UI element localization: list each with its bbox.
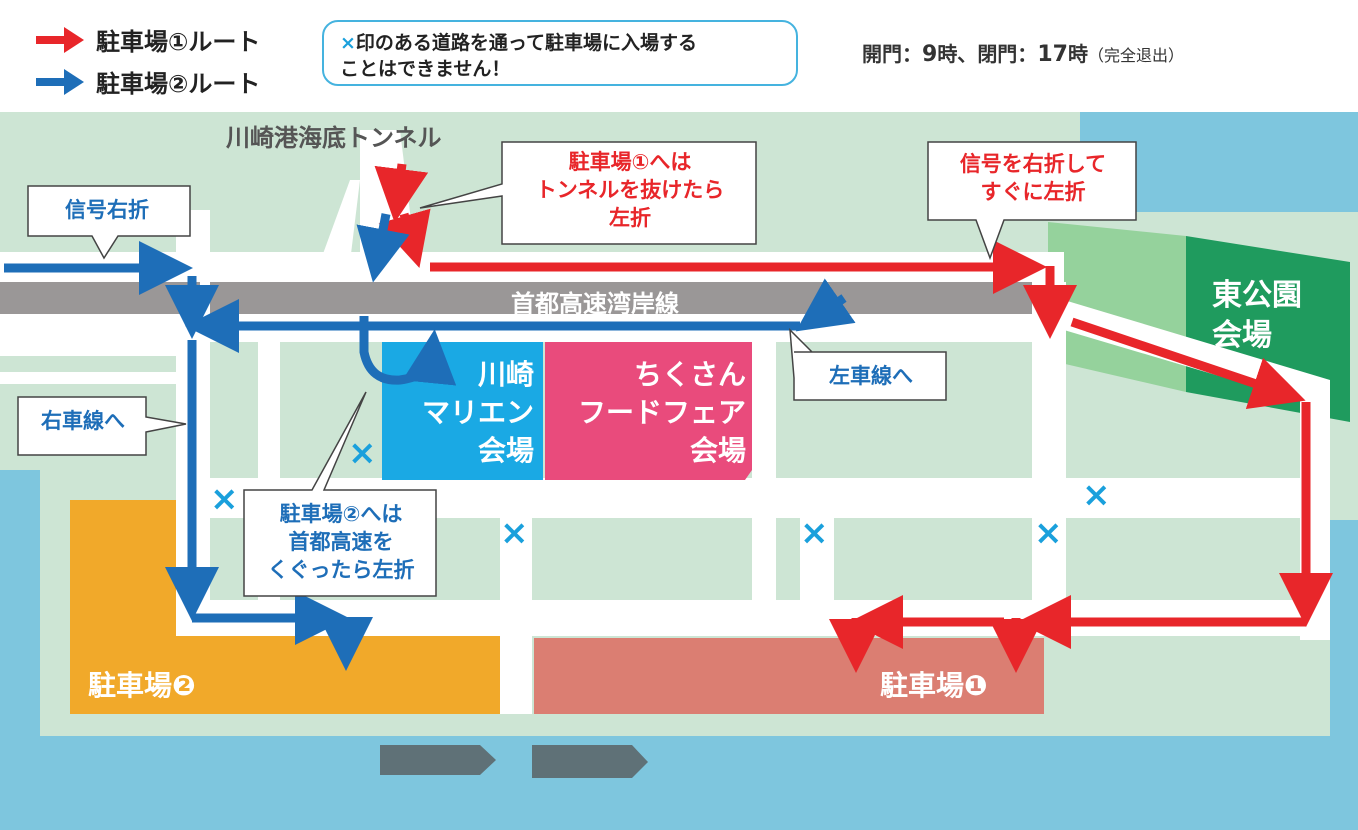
no-entry-mark-3: × — [500, 513, 529, 553]
callout-lot1-line-3: 左折 — [609, 206, 651, 230]
road-v-3 — [752, 342, 776, 600]
callout-boxes — [17, 141, 1137, 597]
parking-lot-2-area — [70, 500, 500, 714]
close-unit: 時 — [1067, 42, 1088, 66]
callout-lot1-tunnel: 駐車場①へは トンネルを抜けたら 左折 — [504, 148, 756, 232]
callout-to-right-lane: 右車線へ — [41, 409, 125, 433]
parking-lot-1-label: 駐車場❶ — [880, 669, 988, 702]
no-entry-mark-5: × — [1034, 513, 1063, 553]
food-line-3: 会場 — [689, 434, 746, 467]
no-entry-mark-4: × — [800, 513, 829, 553]
gate-hours: 開門：9時、閉門：17時（完全退出） — [862, 38, 1184, 67]
no-entry-mark-6: × — [1082, 475, 1111, 515]
legend-route-1: 駐車場①ルート — [36, 22, 260, 57]
close-note: （完全退出） — [1087, 46, 1184, 65]
no-entry-mark-2: × — [210, 479, 239, 519]
open-time: 9 — [922, 42, 938, 67]
no-entry-icon: × — [340, 32, 356, 54]
side-lane-1 — [0, 342, 180, 356]
notice-line-2: ことはできません！ — [340, 58, 511, 80]
side-lane-2 — [0, 372, 180, 384]
marien-line-1: 川崎 — [477, 358, 534, 391]
blue-arrow-icon — [36, 68, 84, 95]
no-entry-mark-1: × — [348, 433, 377, 473]
open-unit: 時、 — [937, 42, 978, 66]
legend-route-2-label: 駐車場②ルート — [96, 70, 261, 98]
callout-lot2-line-2: 首都高速を — [288, 530, 394, 554]
road-v-2 — [500, 480, 532, 714]
legend-route-1-label: 駐車場①ルート — [96, 28, 261, 56]
callout-to-left-lane: 左車線へ — [829, 364, 913, 388]
highway-label: 首都高速湾岸線 — [511, 290, 679, 318]
parking-lot-1-area — [534, 638, 1044, 714]
tunnel-label: 川崎港海底トンネル — [226, 124, 442, 152]
callout-lot1-line-1: 駐車場①へは — [568, 150, 692, 174]
no-entry-notice: ×印のある道路を通って駐車場に入場する ことはできません！ — [322, 20, 798, 86]
highway-band — [210, 282, 1032, 314]
tunnel-approach-road-2 — [320, 180, 360, 262]
callout-signal-right-then-left: 信号を右折して すぐに左折 — [930, 150, 1136, 206]
highway-band-left — [0, 282, 200, 314]
close-label: 閉門： — [977, 42, 1038, 66]
parking-lot-2-label: 駐車場❷ — [88, 669, 196, 702]
east-park-venue-label: 東公園 会場 — [1212, 276, 1322, 356]
notice-line-1: ×印のある道路を通って駐車場に入場する — [340, 30, 796, 56]
food-fair-venue-label: ちくさん フードフェア 会場 — [556, 356, 746, 470]
marien-line-3: 会場 — [477, 434, 534, 467]
ship-shape-1 — [380, 745, 496, 775]
road-v-5 — [1032, 282, 1066, 636]
ship-shape-2 — [532, 745, 648, 778]
callout-lot2-line-1: 駐車場②へは — [279, 502, 403, 526]
marien-venue-label: 川崎 マリエン 会場 — [388, 356, 534, 470]
route-1-arrows — [374, 163, 1333, 673]
red-arrow-icon — [36, 26, 84, 53]
legend-route-2: 駐車場②ルート — [36, 64, 260, 99]
callout-signal-line-2: すぐに左折 — [980, 180, 1086, 204]
close-time: 17 — [1037, 42, 1068, 67]
east-line-1: 東公園 — [1212, 278, 1302, 313]
callout-lot2-line-3: くぐったら左折 — [267, 558, 415, 582]
route-2-arrows — [4, 213, 856, 671]
callout-lot2-under-highway: 駐車場②へは 首都高速を くぐったら左折 — [246, 500, 436, 584]
open-label: 開門： — [862, 42, 922, 66]
food-fair-venue-area — [545, 342, 752, 480]
notice-line-1-text: 印のある道路を通って駐車場に入場する — [355, 32, 697, 54]
east-line-2: 会場 — [1212, 318, 1272, 353]
food-line-2: フードフェア — [577, 396, 746, 429]
callout-lot1-line-2: トンネルを抜けたら — [535, 178, 725, 202]
callout-signal-line-1: 信号を右折して — [959, 152, 1107, 176]
marien-line-2: マリエン — [421, 396, 534, 429]
food-line-1: ちくさん — [633, 358, 746, 391]
callout-signal-right-turn: 信号右折 — [65, 198, 149, 222]
